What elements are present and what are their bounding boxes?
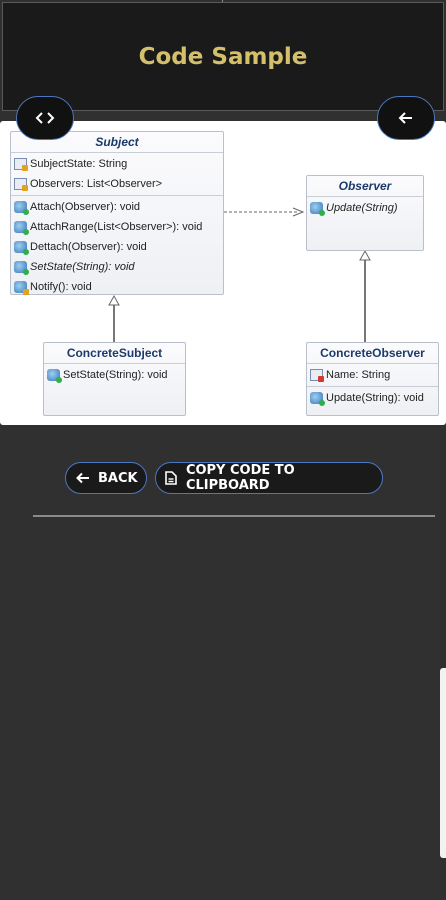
method-icon (47, 369, 62, 383)
method-icon (14, 201, 29, 215)
private-field-icon (310, 369, 324, 382)
method-row: AttachRange(List<Observer>): void (11, 217, 223, 237)
method-text: Dettach(Observer): void (30, 241, 147, 253)
copy-code-button[interactable]: COPY CODE TO CLIPBOARD (155, 462, 383, 494)
page-title: Code Sample (138, 44, 308, 70)
protected-method-icon (14, 281, 29, 295)
class-name: ConcreteObserver (307, 343, 438, 364)
uml-diagram: Subject SubjectState: String Observers: … (0, 121, 446, 425)
document-icon (164, 471, 178, 485)
field-text: Name: String (326, 369, 391, 381)
method-row: Dettach(Observer): void (11, 237, 223, 257)
arrow-left-icon (76, 471, 90, 485)
app-header: Code Sample (2, 2, 444, 111)
method-icon (14, 261, 29, 275)
back-arrow-button[interactable] (377, 96, 435, 140)
class-concrete-subject[interactable]: ConcreteSubject SetState(String): void (43, 342, 186, 416)
method-text: Update(String) (326, 202, 398, 214)
method-row: Notify(): void (11, 277, 223, 297)
fields-section: SubjectState: String Observers: List<Obs… (11, 153, 223, 196)
class-name: Observer (307, 176, 423, 197)
action-buttons: BACK COPY CODE TO CLIPBOARD (0, 462, 446, 496)
field-row: SubjectState: String (11, 154, 223, 174)
method-text: Attach(Observer): void (30, 201, 141, 213)
toggle-code-button[interactable] (16, 96, 74, 140)
class-observer[interactable]: Observer Update(String) (306, 175, 424, 251)
back-button[interactable]: BACK (65, 462, 147, 494)
method-row: Update(String) (307, 198, 423, 218)
code-icon (35, 112, 55, 124)
field-row: Name: String (307, 365, 438, 385)
field-icon (14, 178, 28, 191)
field-text: SubjectState: String (30, 158, 128, 170)
back-label: BACK (98, 470, 138, 486)
scrollbar-handle[interactable] (440, 668, 446, 858)
fields-section: Name: String (307, 364, 438, 387)
methods-section: SetState(String): void (44, 364, 185, 386)
methods-section: Update(String) (307, 197, 423, 219)
method-icon (14, 221, 29, 235)
methods-section: Update(String): void (307, 387, 438, 409)
class-name: ConcreteSubject (44, 343, 185, 364)
method-text: Notify(): void (30, 281, 92, 293)
class-subject[interactable]: Subject SubjectState: String Observers: … (10, 131, 224, 295)
class-concrete-observer[interactable]: ConcreteObserver Name: String Update(Str… (306, 342, 439, 416)
method-icon (14, 241, 29, 255)
method-icon (310, 202, 325, 216)
method-text: Update(String): void (326, 392, 424, 404)
method-row: SetState(String): void (11, 257, 223, 277)
diagram-connectors (108, 207, 371, 342)
method-row: Update(String): void (307, 388, 438, 408)
copy-label: COPY CODE TO CLIPBOARD (185, 463, 295, 493)
method-text: SetState(String): void (30, 261, 135, 273)
method-row: Attach(Observer): void (11, 197, 223, 217)
arrow-left-icon (398, 112, 412, 124)
methods-section: Attach(Observer): void AttachRange(List<… (11, 196, 223, 298)
divider (33, 515, 435, 517)
method-icon (310, 392, 325, 406)
method-text: SetState(String): void (63, 369, 168, 381)
method-text: AttachRange(List<Observer>): void (30, 221, 203, 233)
field-text: Observers: List<Observer> (30, 178, 163, 190)
field-row: Observers: List<Observer> (11, 174, 223, 194)
method-row: SetState(String): void (44, 365, 185, 385)
class-name: Subject (11, 132, 223, 153)
field-icon (14, 158, 28, 171)
